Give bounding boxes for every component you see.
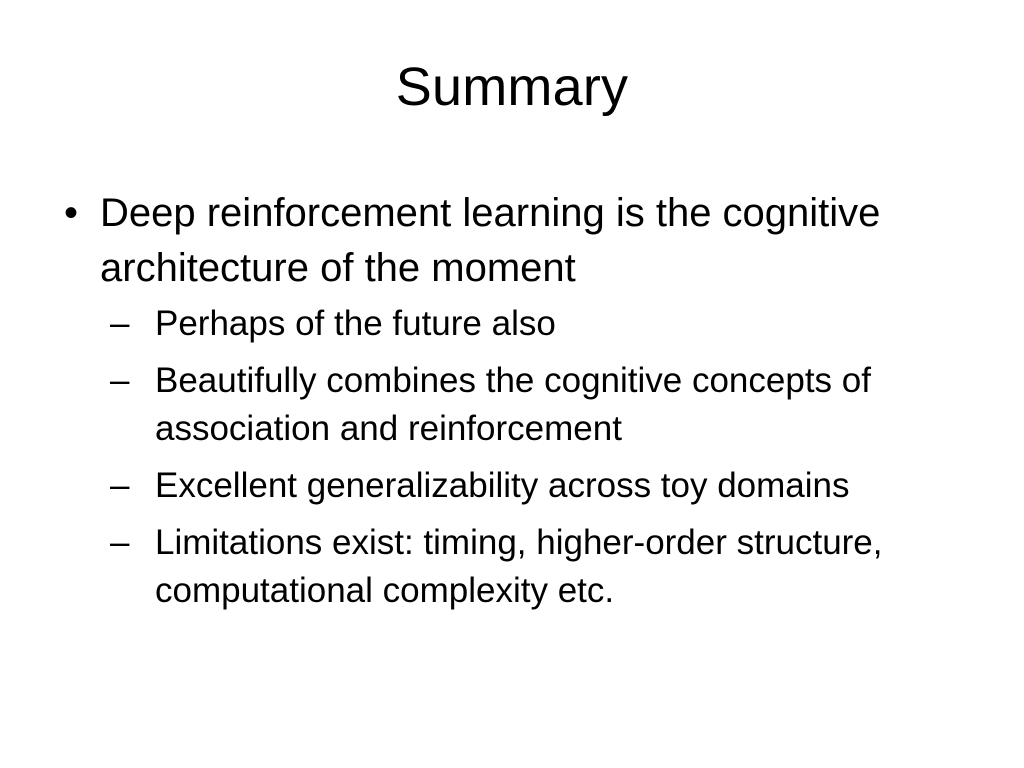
slide-title: Summary [395, 57, 629, 117]
bullet-dash-icon: – [110, 304, 130, 343]
bullet-item-level-2: – Excellent generalizability across toy … [110, 462, 972, 510]
bullet-list-level-2: – Perhaps of the future also – Beautiful… [100, 300, 972, 615]
bullet-item-level-2: – Perhaps of the future also [110, 300, 972, 348]
bullet-list-level-1: • Deep reinforcement learning is the cog… [52, 186, 972, 615]
bullet-text-level-2: Limitations exist: timing, higher-order … [155, 523, 883, 610]
bullet-text-level-2: Perhaps of the future also [155, 304, 556, 343]
bullet-item-level-2: – Limitations exist: timing, higher-orde… [110, 519, 972, 615]
bullet-dash-icon: – [110, 466, 130, 505]
bullet-text-level-2: Excellent generalizability across toy do… [155, 466, 850, 505]
bullet-item-level-1: • Deep reinforcement learning is the cog… [52, 186, 972, 615]
bullet-dash-icon: – [110, 361, 130, 400]
bullet-text-level-1: Deep reinforcement learning is the cogni… [100, 191, 881, 290]
bullet-text-level-2: Beautifully combines the cognitive conce… [155, 361, 871, 448]
slide-body: • Deep reinforcement learning is the cog… [52, 186, 972, 617]
bullet-dash-icon: – [110, 523, 130, 562]
bullet-item-level-2: – Beautifully combines the cognitive con… [110, 357, 972, 453]
bullet-dot-icon: • [64, 191, 79, 235]
